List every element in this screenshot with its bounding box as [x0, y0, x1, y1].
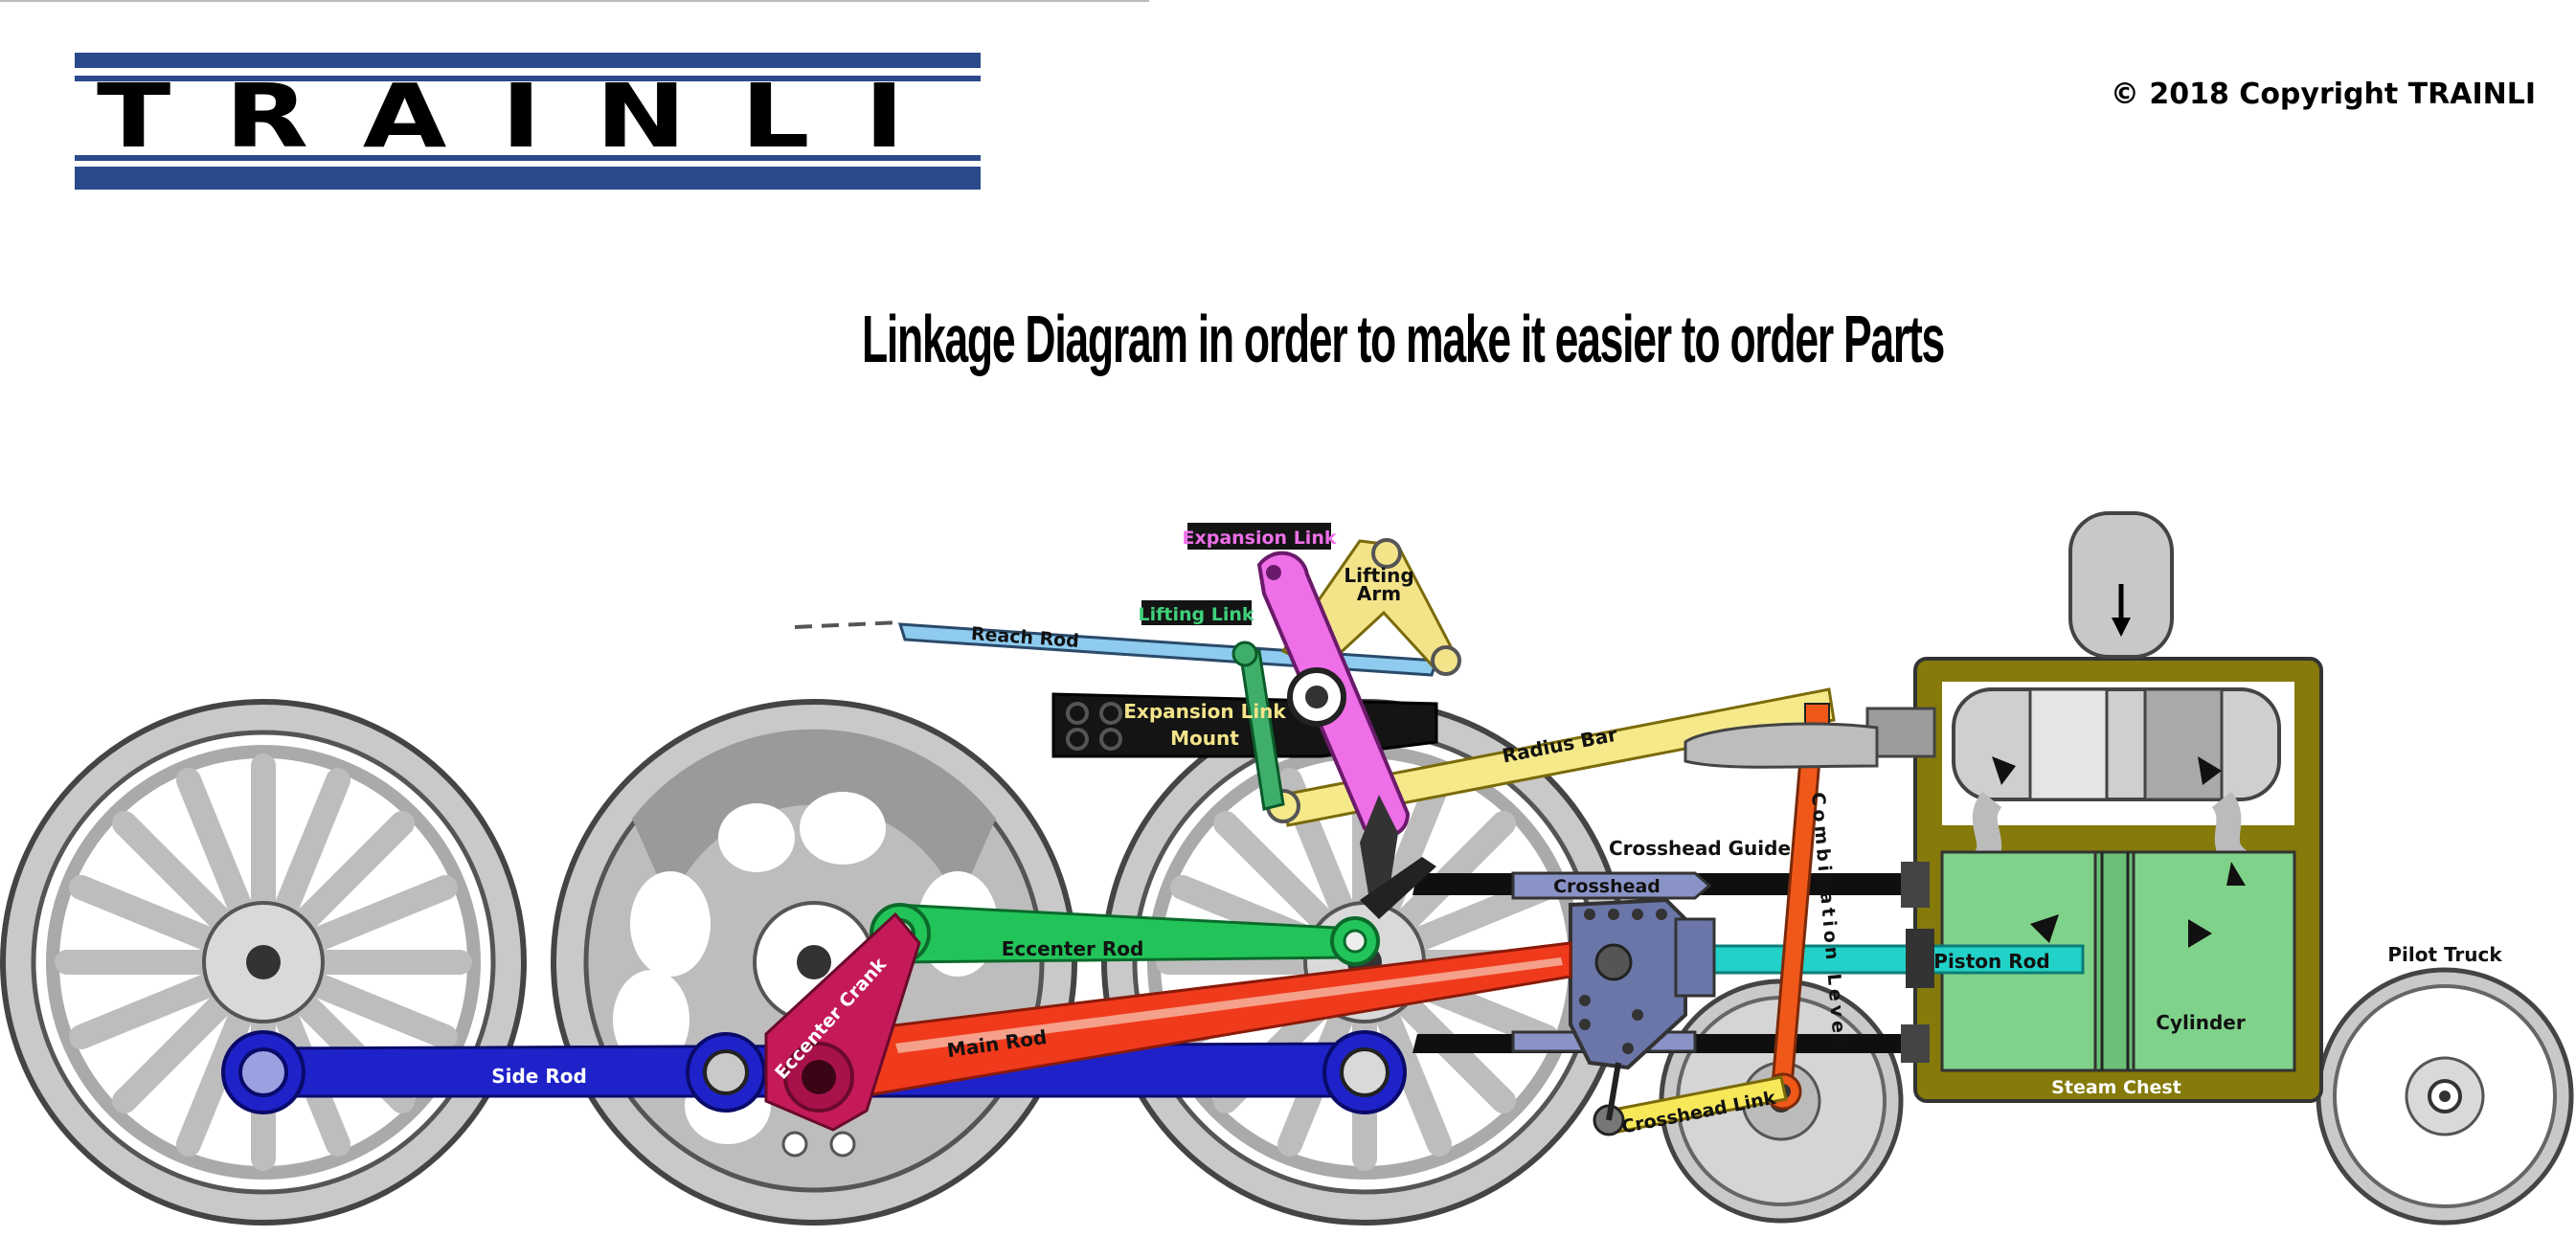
label-crosshead-guide: Crosshead Guide [1609, 837, 1791, 860]
label-lifting-arm-2: Arm [1357, 582, 1401, 605]
page-title: Linkage Diagram in order to make it easi… [862, 302, 1944, 376]
label-reach-rod: Reach Rod [970, 623, 1079, 652]
label-pilot-truck: Pilot Truck [2387, 943, 2502, 966]
label-lifting-arm-1: Lifting [1344, 564, 1413, 587]
label-crosshead: Crosshead [1553, 876, 1661, 897]
radius-bar [1266, 687, 1836, 827]
trainli-logo: TRAINLI [75, 53, 981, 190]
copyright-text: © 2018 Copyright TRAINLI [2111, 78, 2536, 111]
crosshead-link [1593, 1062, 1788, 1136]
label-lifting-link: Lifting Link [1138, 604, 1254, 625]
eccenter-rod [870, 903, 1380, 966]
eccenter-crank [764, 911, 921, 1132]
label-eccenter-rod: Eccenter Rod [1002, 937, 1144, 960]
crosshead [1511, 871, 1716, 1070]
expansion-link [1256, 551, 1436, 919]
lifting-link [1232, 641, 1285, 811]
valve-spindle [1683, 722, 1879, 769]
label-cylinder: Cylinder [2156, 1011, 2246, 1034]
label-expansion-link: Expansion Link [1183, 528, 1337, 549]
label-expansion-link-mount-1: Expansion Link [1123, 700, 1286, 723]
logo-text: TRAINLI [97, 65, 959, 168]
pilot-truck-wheel [2316, 967, 2574, 1226]
label-side-rod: Side Rod [491, 1065, 587, 1088]
label-piston-rod: Piston Rod [1933, 950, 2049, 973]
label-steam-chest: Steam Chest [2051, 1077, 2181, 1098]
driver-wheel-1 [0, 699, 527, 1226]
label-expansion-link-mount-2: Mount [1170, 727, 1239, 750]
cylinder-assembly [1865, 511, 2323, 1103]
